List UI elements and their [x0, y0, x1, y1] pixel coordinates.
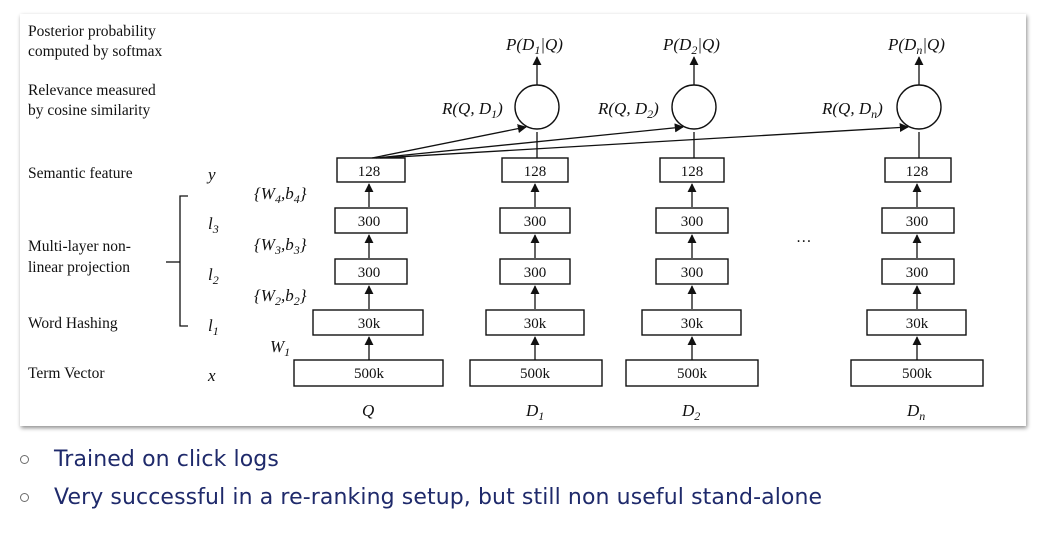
term-vector-label: Term Vector: [28, 365, 105, 382]
d1-layer-300-l2-label: 300: [524, 265, 547, 281]
weight-w4-label: {W4,b4}: [254, 184, 307, 206]
d2-column-label: D2: [681, 401, 700, 423]
weight-w1-label: W1: [270, 337, 290, 359]
bullet-item: Very successful in a re-ranking setup, b…: [18, 478, 1028, 516]
d1-layer-300-l3-label: 300: [524, 214, 547, 230]
variable-l3: l3: [208, 214, 219, 236]
variable-y: y: [206, 165, 216, 184]
multilayer-label-line2: linear projection: [28, 259, 130, 276]
d2-layer-128-label: 128: [681, 164, 704, 180]
posterior-label-line2: computed by softmax: [28, 43, 163, 60]
d1-layer-500k: [469, 359, 603, 387]
d1-layer-500k-label: 500k: [520, 366, 551, 382]
weight-w2-label: {W2,b2}: [254, 286, 307, 308]
weight-w3-label: {W3,b3}: [254, 235, 307, 257]
d2-relevance-label: R(Q, D2): [597, 99, 659, 121]
variable-l1: l1: [208, 316, 219, 338]
dn-layer-500k-label: 500k: [902, 366, 933, 382]
column-dn: 500k 30k 300 300 128 Dn R(Q, Dn) P(Dn|Q): [821, 35, 984, 423]
d2-layer-500k: [625, 359, 759, 387]
dssm-diagram: Posterior probability computed by softma…: [28, 23, 984, 423]
q-to-dn-connection: [379, 122, 909, 159]
circle-bullet-icon: [20, 492, 29, 502]
multilayer-label-line1: Multi-layer non-: [28, 238, 131, 255]
dn-layer-300-l2: [881, 258, 955, 285]
bullet-text: Trained on click logs: [54, 446, 279, 472]
d2-layer-30k-label: 30k: [681, 316, 704, 332]
q-layer-300-l3-label: 300: [358, 214, 381, 230]
circle-bullet-icon: [20, 454, 29, 464]
d1-layer-300-l2: [499, 258, 571, 285]
dssm-architecture-figure: Posterior probability computed by softma…: [20, 14, 1026, 426]
q-layer-500k: [293, 359, 444, 387]
q-layer-500k-label: 500k: [354, 366, 385, 382]
dn-layer-128: [884, 157, 952, 183]
d2-layer-300-l3: [655, 207, 729, 234]
dn-layer-128-label: 128: [906, 164, 929, 180]
d1-layer-30k-label: 30k: [524, 316, 547, 332]
q-layer-300-l2: [334, 258, 408, 285]
d2-layer-300-l2: [655, 258, 729, 285]
column-d2: 500k 30k 300 300 128 D2 R(Q, D2) P(D2|Q): [597, 35, 759, 423]
dn-column-label: Dn: [906, 401, 925, 423]
q-layer-300-l3: [334, 207, 408, 234]
d1-posterior-label: P(D1|Q): [505, 35, 563, 57]
d2-layer-300-l2-label: 300: [681, 265, 704, 281]
dn-layer-300-l3: [881, 207, 955, 234]
d2-layer-500k-label: 500k: [677, 366, 708, 382]
bullet-text: Very successful in a re-ranking setup, b…: [54, 484, 823, 510]
columns-ellipsis: …: [796, 229, 812, 246]
d1-layer-128-label: 128: [524, 164, 547, 180]
d2-layer-30k: [641, 309, 742, 336]
q-layer-30k-label: 30k: [358, 316, 381, 332]
dn-relevance-label: R(Q, Dn): [821, 99, 883, 121]
q-layer-128: [336, 157, 406, 183]
dn-layer-30k-label: 30k: [906, 316, 929, 332]
d2-posterior-label: P(D2|Q): [662, 35, 720, 57]
bullet-item: Trained on click logs: [18, 440, 1028, 478]
q-layer-300-l2-label: 300: [358, 265, 381, 281]
q-column-label: Q: [362, 401, 374, 420]
layer-bracket: [179, 195, 188, 327]
d1-column-label: D1: [525, 401, 544, 423]
d1-cosine-node: [514, 84, 560, 130]
q-to-d2-connection: [375, 123, 684, 159]
q-layer-128-label: 128: [358, 164, 381, 180]
d1-relevance-label: R(Q, D1): [441, 99, 503, 121]
d2-cosine-node: [671, 84, 717, 130]
column-q: 500k 30k 300 300 128 Q: [293, 157, 444, 420]
d2-layer-128: [659, 157, 725, 183]
d1-layer-30k: [485, 309, 585, 336]
d1-layer-300-l3: [499, 207, 571, 234]
d1-layer-128: [501, 157, 569, 183]
variable-l2: l2: [208, 265, 219, 287]
variable-x: x: [207, 366, 216, 385]
dn-posterior-label: P(Dn|Q): [887, 35, 945, 57]
q-layer-30k: [312, 309, 424, 336]
dn-cosine-node: [896, 84, 942, 130]
relevance-label-line2: by cosine similarity: [28, 102, 151, 119]
d2-layer-300-l3-label: 300: [681, 214, 704, 230]
dn-layer-30k: [866, 309, 967, 336]
dn-layer-300-l2-label: 300: [906, 265, 929, 281]
column-d1: 500k 30k 300 300 128 D1 R(Q, D1) P(D1|Q): [441, 35, 603, 423]
dn-layer-500k: [850, 359, 984, 387]
bullet-list: Trained on click logs Very successful in…: [18, 440, 1028, 516]
q-to-d1-connection: [371, 124, 527, 159]
posterior-label-line1: Posterior probability: [28, 23, 156, 40]
relevance-label-line1: Relevance measured: [28, 82, 156, 99]
semantic-feature-label: Semantic feature: [28, 165, 133, 182]
dn-layer-300-l3-label: 300: [906, 214, 929, 230]
word-hashing-label: Word Hashing: [28, 315, 118, 332]
